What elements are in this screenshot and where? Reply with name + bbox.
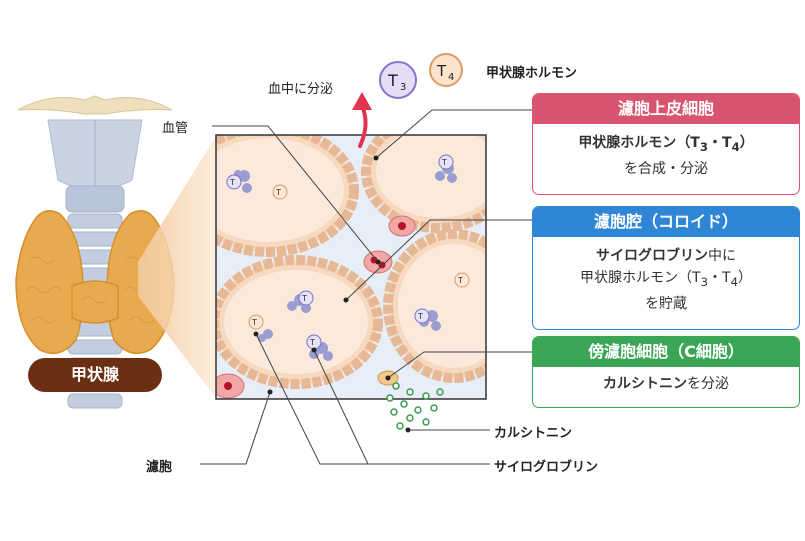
gland-tag	[28, 358, 162, 392]
epithelial-hormone: 甲状腺ホルモン	[578, 135, 677, 151]
colloid-body: サイログロブリン中に 甲状腺ホルモン（T3・T4） を貯蔵	[533, 237, 799, 315]
epithelial-sub-3: 3	[699, 139, 708, 154]
colloid-title: 濾胞腔（コロイド）	[533, 207, 799, 237]
epithelial-title: 濾胞上皮細胞	[533, 94, 799, 124]
leader-lines	[200, 109, 532, 465]
colloid-line1-rest: 中に	[708, 248, 736, 264]
parafollicular-body: カルシトニンを分泌	[533, 367, 799, 395]
leader-epithelial	[375, 109, 532, 159]
colloid-line3: を貯蔵	[645, 295, 687, 312]
label-vessel: 血管	[162, 121, 189, 136]
parafollicular-title: 傍濾胞細胞（C細胞）	[533, 337, 799, 367]
label-follicle: 濾胞	[146, 460, 173, 475]
colloid-line2-c: ）	[737, 270, 752, 286]
label-calcitonin: カルシトニン	[494, 426, 573, 441]
calcitonin-granules	[386, 382, 444, 430]
leader-thyroglobulin-a	[255, 333, 490, 465]
label-secretion: 血中に分泌	[268, 82, 334, 97]
cricoid-cartilage	[65, 185, 125, 213]
thyroid-left-lobe	[15, 210, 84, 355]
colloid-thyroglobulin: サイログロブリン	[596, 248, 708, 264]
follicle-right	[383, 229, 486, 383]
colloid-line2-b: ・T	[708, 270, 731, 286]
leader-parafollicular	[387, 351, 532, 379]
marker-t3-label: T	[309, 338, 315, 347]
thyroid-isthmus	[71, 280, 119, 324]
epithelial-paren-open: （T	[676, 135, 700, 151]
marker-t3-label: T	[229, 178, 235, 187]
t4-letter: T	[436, 62, 447, 80]
leader-thyroglobulin-b	[313, 349, 369, 465]
t4-circle: T 4	[429, 53, 463, 87]
leader-colloid	[345, 219, 532, 301]
marker-t3-label: T	[417, 312, 423, 321]
blood-vessel	[216, 215, 416, 399]
info-box-parafollicular: 傍濾胞細胞（C細胞） カルシトニンを分泌	[532, 336, 800, 408]
epithelial-paren-close: ）	[739, 135, 754, 151]
label-thyroglobulin: サイログロブリン	[494, 460, 599, 475]
tissue-magnified: T T T T T T T T	[215, 134, 487, 400]
info-box-colloid: 濾胞腔（コロイド） サイログロブリン中に 甲状腺ホルモン（T3・T4） を貯蔵	[532, 206, 800, 330]
follicle-top-right	[361, 135, 486, 233]
follicle-center	[216, 255, 383, 389]
t3-circle: T 3	[379, 61, 417, 99]
marker-t3-label: T	[441, 158, 447, 167]
leader-dots	[253, 155, 411, 433]
epithelial-sub-4: 4	[731, 139, 740, 154]
parafollicular-line1-rest: を分泌	[687, 376, 729, 392]
hormone-markers: T T T T T T T T	[226, 154, 470, 350]
colloid-sub-4: 4	[730, 274, 738, 289]
colloid-line2-a: 甲状腺ホルモン（T	[580, 270, 701, 286]
marker-t4-label: T	[275, 188, 281, 197]
marker-t3-label: T	[301, 294, 307, 303]
hyoid-bone	[17, 95, 173, 115]
label-hormone: 甲状腺ホルモン	[486, 66, 578, 81]
epithelial-line2: を合成・分泌	[624, 160, 708, 177]
leader-vessel	[212, 125, 379, 263]
leader-follicle	[200, 391, 271, 465]
zoom-beam	[138, 136, 216, 398]
label-gland: 甲状腺	[70, 365, 119, 384]
parafollicular-calcitonin: カルシトニン	[603, 376, 687, 392]
t3-subscript: 3	[400, 82, 406, 93]
t3-letter: T	[387, 71, 398, 90]
info-box-epithelial: 濾胞上皮細胞 甲状腺ホルモン（T3・T4） を合成・分泌	[532, 93, 800, 195]
t4-subscript: 4	[448, 72, 454, 83]
epithelial-body: 甲状腺ホルモン（T3・T4） を合成・分泌	[533, 124, 799, 180]
marker-t4-label: T	[457, 276, 463, 285]
epithelial-dot-t: ・T	[708, 135, 732, 151]
marker-t4-label: T	[251, 318, 257, 327]
colloid-sub-3: 3	[700, 274, 708, 289]
